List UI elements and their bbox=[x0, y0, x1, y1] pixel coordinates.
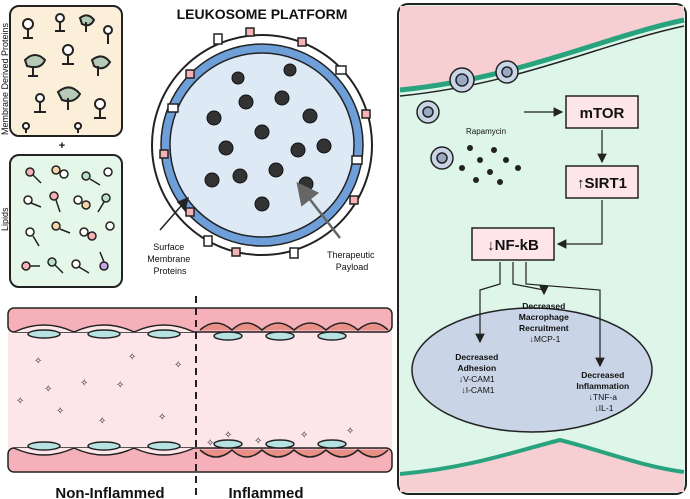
svg-text:↑SIRT1: ↑SIRT1 bbox=[577, 175, 627, 192]
leukosome-particle bbox=[151, 27, 373, 259]
plus-sign: + bbox=[59, 140, 65, 152]
svg-text:mTOR: mTOR bbox=[580, 105, 625, 122]
nfkb-box: ↓NF-kB bbox=[471, 227, 555, 261]
sirt1-box: ↑SIRT1 bbox=[565, 165, 639, 199]
payload-glyphs bbox=[204, 63, 332, 212]
pathway-arrows bbox=[475, 107, 607, 368]
membrane-proteins-panel bbox=[9, 5, 123, 137]
macrophage-outcome: Decreased Macrophage Recruitment ↓MCP-1 bbox=[519, 301, 571, 344]
svg-text:✧: ✧ bbox=[346, 426, 354, 437]
surface-membrane-proteins-label: Surface Membrane Proteins bbox=[147, 242, 193, 276]
surface-protein-glyphs bbox=[159, 27, 371, 259]
svg-text:✧: ✧ bbox=[206, 438, 214, 449]
endothelium-healthy bbox=[13, 324, 195, 456]
non-inflamed-label: Non-Inflammed bbox=[55, 485, 164, 499]
svg-text:↓NF-kB: ↓NF-kB bbox=[487, 237, 539, 254]
mtor-box: mTOR bbox=[565, 95, 639, 129]
therapeutic-payload-label: Therapeutic Payload bbox=[327, 250, 377, 272]
svg-text:✧: ✧ bbox=[98, 416, 106, 427]
inflammation-outcome: Decreased Inflammation ↓TNF-a ↓IL-1 bbox=[576, 370, 631, 413]
rapamycin-label: Rapamycin bbox=[466, 127, 506, 136]
lipids-label: Lipids bbox=[0, 207, 10, 231]
page-title: LEUKOSOME PLATFORM bbox=[177, 6, 348, 22]
rapamycin-particles bbox=[459, 145, 521, 185]
blood-vessel: ✧ ✧ ✧ ✧ ✧ ✧ ✧ ✧ ✧ ✧ ✧ ✧ ✧ ✧ ✧ bbox=[7, 296, 393, 499]
endothelium-inflamed bbox=[199, 322, 389, 458]
svg-text:✧: ✧ bbox=[44, 384, 52, 395]
svg-text:✧: ✧ bbox=[174, 360, 182, 371]
membrane-proteins-label: Membrane Derived Proteins bbox=[0, 22, 10, 135]
inflamed-label: Inflammed bbox=[228, 485, 303, 499]
svg-text:✧: ✧ bbox=[158, 412, 166, 423]
svg-text:✧: ✧ bbox=[254, 436, 262, 447]
svg-text:✧: ✧ bbox=[80, 378, 88, 389]
svg-text:✧: ✧ bbox=[128, 352, 136, 363]
svg-text:✧: ✧ bbox=[34, 356, 42, 367]
svg-text:✧: ✧ bbox=[56, 406, 64, 417]
adhesion-outcome: Decreased Adhesion ↓V-CAM1 ↓I-CAM1 bbox=[455, 352, 500, 395]
lipids-panel bbox=[9, 154, 123, 288]
svg-text:✧: ✧ bbox=[116, 380, 124, 391]
particle-glyphs: ✧ ✧ ✧ ✧ ✧ ✧ ✧ ✧ ✧ ✧ ✧ ✧ ✧ ✧ ✧ bbox=[16, 352, 354, 449]
leukosome-vesicles bbox=[416, 60, 519, 170]
svg-text:✧: ✧ bbox=[224, 430, 232, 441]
svg-text:✧: ✧ bbox=[300, 430, 308, 441]
protein-glyphs bbox=[22, 13, 113, 133]
lipid-glyphs bbox=[21, 165, 115, 274]
svg-text:✧: ✧ bbox=[16, 396, 24, 407]
